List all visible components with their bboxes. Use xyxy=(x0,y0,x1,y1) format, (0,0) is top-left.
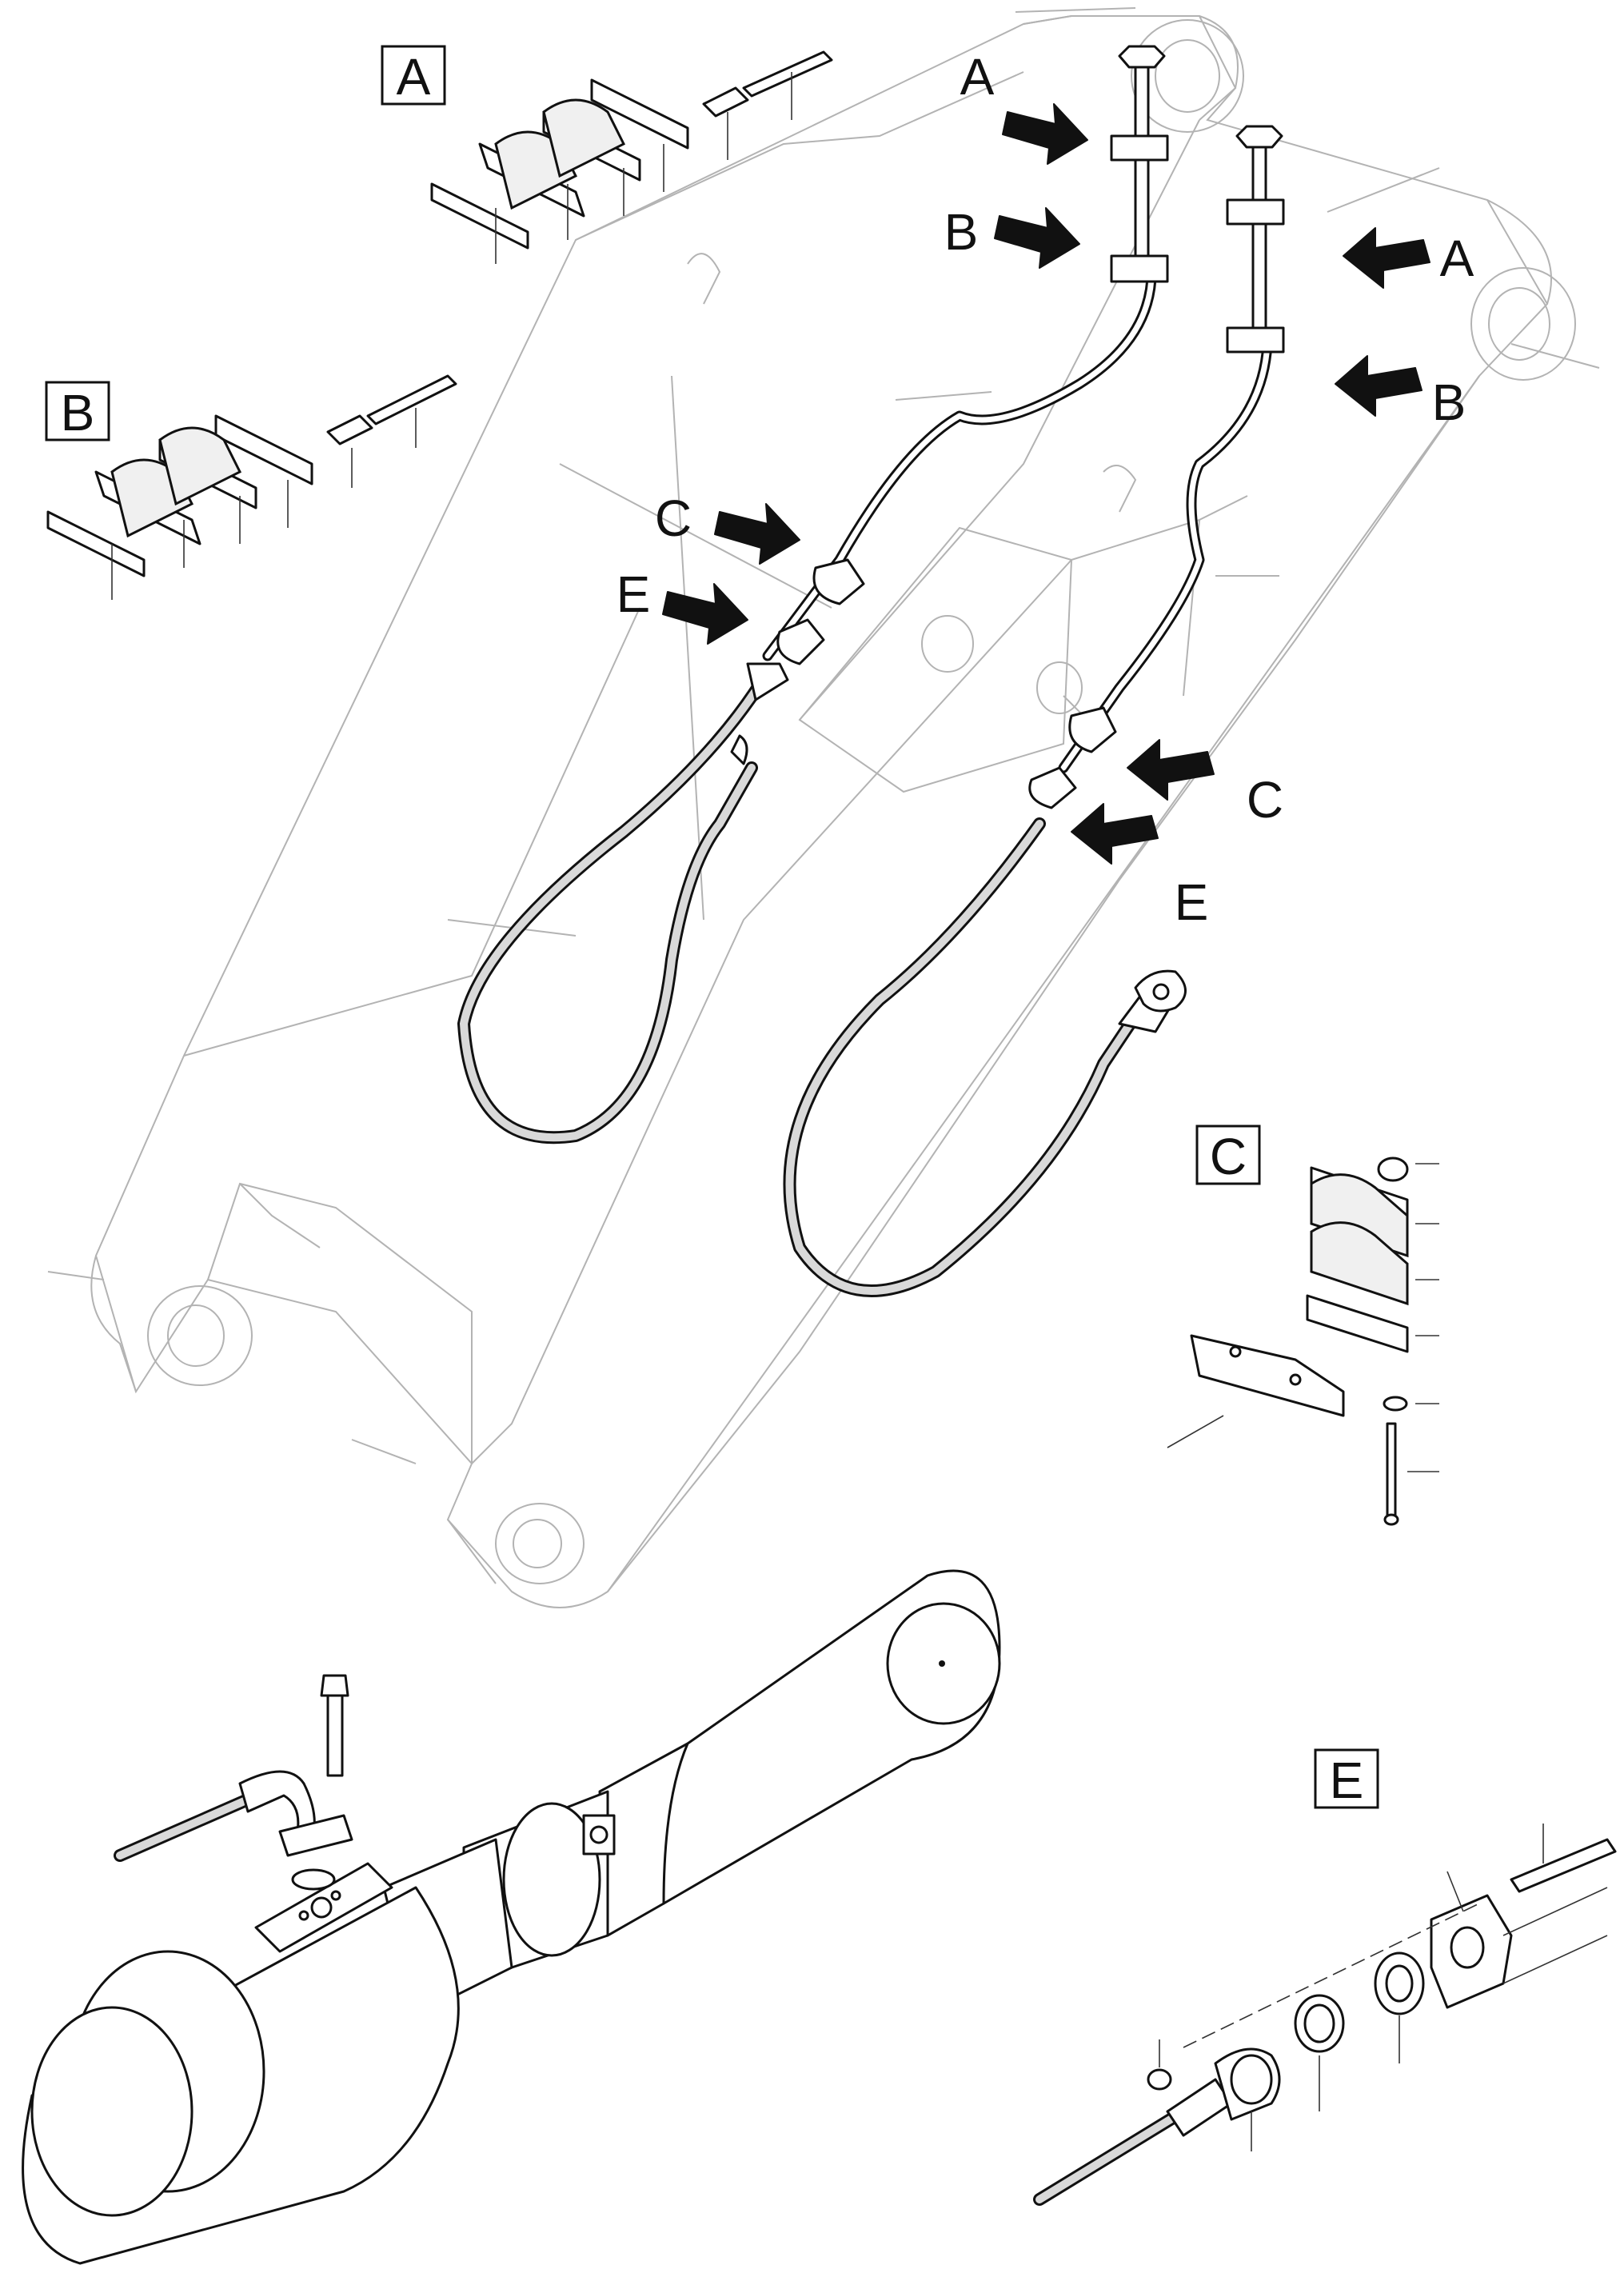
arrow-icon xyxy=(1343,227,1430,289)
arrow-e-right: E xyxy=(1071,803,1209,931)
arrow-b-right: B xyxy=(1335,355,1466,431)
arrow-e-left: E xyxy=(616,565,748,645)
arrow-b-left: B xyxy=(944,203,1080,269)
arrow-a-left: A xyxy=(960,48,1088,165)
arrow-icon xyxy=(1002,103,1088,165)
rigid-tubes xyxy=(762,258,1273,773)
tube-clamps xyxy=(776,558,1117,809)
callout-box-e: E xyxy=(1314,1748,1379,1809)
detail-c-clamp-kit xyxy=(1167,1156,1439,1526)
callout-box-a: A xyxy=(381,45,446,106)
detail-b-clamp-kit xyxy=(46,374,457,600)
left-hose-loop xyxy=(457,662,789,1144)
arrow-a-left-letter: A xyxy=(960,48,995,106)
callout-box-c: C xyxy=(1195,1125,1261,1185)
arrow-c-left-letter: C xyxy=(655,489,692,547)
callout-box-b: B xyxy=(45,381,110,441)
detail-a-clamp-kit xyxy=(430,50,833,264)
detail-e-flange-kit xyxy=(1033,1824,1617,2206)
arrow-c-left: C xyxy=(655,489,800,565)
callout-a-letter: A xyxy=(397,48,431,106)
arrow-icon xyxy=(1071,803,1159,865)
arrow-icon xyxy=(994,207,1080,269)
arrow-icon xyxy=(662,583,748,645)
arrow-icon xyxy=(1335,355,1422,417)
arrow-icon xyxy=(714,503,800,565)
arrow-c-right-letter: C xyxy=(1247,771,1283,829)
arrow-icon xyxy=(1127,739,1215,801)
callout-c-letter: C xyxy=(1210,1128,1247,1185)
arrow-a-right: A xyxy=(1343,227,1474,289)
hydraulic-cylinder xyxy=(22,1569,1001,2265)
arrow-a-right-letter: A xyxy=(1440,230,1474,287)
arrow-b-right-letter: B xyxy=(1432,374,1466,431)
right-hose xyxy=(783,817,1187,1297)
arrow-b-left-letter: B xyxy=(944,203,979,261)
upper-mounting-rods xyxy=(1110,45,1285,354)
callout-b-letter: B xyxy=(61,384,95,441)
arrow-e-right-letter: E xyxy=(1175,873,1209,931)
arrow-e-left-letter: E xyxy=(616,565,651,623)
callout-e-letter: E xyxy=(1330,1752,1364,1809)
arrow-c-right: C xyxy=(1127,739,1283,829)
